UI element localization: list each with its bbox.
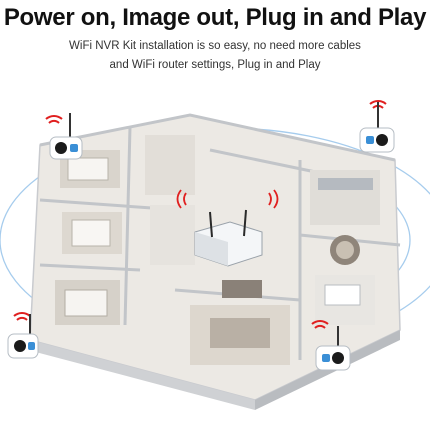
dining-area: [330, 235, 360, 265]
security-camera-icon: [7, 312, 39, 359]
living-room: [190, 280, 290, 365]
kitchen-top-right: [310, 170, 380, 225]
hallway-rooms: [145, 135, 195, 265]
wifi-signal-icon: [176, 189, 279, 209]
subtitle-line-1: WiFi NVR Kit installation is so easy, no…: [69, 40, 361, 52]
floor-plan-illustration: [0, 100, 430, 410]
bedroom-middle-left: [62, 212, 122, 254]
page-title: Power on, Image out, Plug in and Play: [3, 4, 427, 31]
security-camera-icon: [311, 320, 351, 371]
security-camera-icon: [359, 100, 395, 153]
subtitle-line-2: and WiFi router settings, Plug in and Pl…: [109, 59, 321, 71]
nvr-router-icon: [194, 209, 263, 267]
bedroom-bottom-left: [55, 280, 120, 325]
security-camera-icon: [45, 113, 83, 160]
bathroom-right: [315, 275, 375, 325]
